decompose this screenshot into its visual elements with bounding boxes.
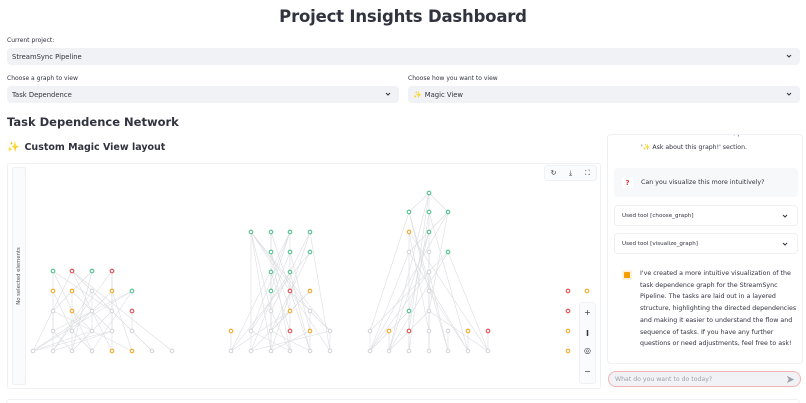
zoom-in-icon[interactable]: + — [584, 308, 591, 317]
assistant-message-tail: '✨ Ask about this graph!' section. — [641, 143, 747, 151]
selection-status: No selected elements — [16, 247, 22, 305]
download-icon[interactable]: ⤓ — [568, 168, 573, 177]
user-message-text: Can you visualize this more intuitively? — [641, 179, 765, 186]
selection-panel: No selected elements — [12, 167, 26, 385]
assistant-message-cut: For more detailed information, please ch… — [641, 135, 790, 137]
chat-panel[interactable]: For more detailed information, please ch… — [607, 134, 803, 364]
chevron-down-icon — [786, 54, 792, 58]
zoom-controls: + I ◎ − — [579, 302, 596, 384]
quote-mark: ' — [641, 144, 643, 151]
assistant-message-tail-text: Ask about this graph!' section. — [650, 144, 747, 151]
graph-select-value: Task Dependence — [12, 90, 72, 99]
sparkles-icon: ✨ — [413, 90, 422, 99]
refresh-icon[interactable]: ↻ — [550, 169, 557, 177]
assistant-avatar-icon — [622, 270, 632, 280]
tool-expander-visualize-graph[interactable]: Used tool [visualize_graph] — [614, 233, 798, 254]
fit-height-icon[interactable]: I — [586, 329, 589, 338]
send-icon[interactable] — [786, 375, 795, 384]
graph-select[interactable]: Task Dependence — [7, 86, 399, 103]
assistant-message-text: I've created a more intuitive visualizat… — [640, 270, 797, 348]
graph-toolbar: ↻ ⤓ ⛶ — [544, 165, 597, 181]
fullscreen-icon[interactable]: ⛶ — [585, 168, 590, 177]
chevron-down-icon — [385, 92, 391, 96]
project-select-value: StreamSync Pipeline — [12, 52, 82, 61]
chat-input-placeholder: What do you want to do today? — [615, 375, 713, 383]
view-select-label: Choose how you want to view — [408, 75, 498, 82]
tool-expander-label: Used tool [choose_graph] — [622, 212, 694, 219]
sparkles-icon: ✨ — [642, 144, 651, 151]
page-title: Project Insights Dashboard — [279, 7, 527, 26]
subsection-title: ✨ Custom Magic View layout — [7, 142, 165, 153]
project-label: Current project: — [7, 37, 55, 44]
question-icon: ? — [622, 177, 633, 188]
center-icon[interactable]: ◎ — [584, 346, 591, 355]
bottom-container — [6, 399, 800, 403]
project-select[interactable]: StreamSync Pipeline — [7, 48, 800, 65]
graph-canvas[interactable]: No selected elements — [7, 163, 601, 389]
chat-input[interactable]: What do you want to do today? — [608, 371, 801, 387]
graph-select-label: Choose a graph to view — [7, 75, 78, 82]
zoom-out-icon[interactable]: − — [584, 367, 591, 376]
subsection-title-text: Custom Magic View layout — [24, 142, 166, 153]
chevron-down-icon — [782, 242, 788, 246]
user-message: ? Can you visualize this more intuitivel… — [614, 168, 798, 197]
section-title: Task Dependence Network — [7, 115, 179, 129]
tool-expander-choose-graph[interactable]: Used tool [choose_graph] — [614, 205, 798, 226]
chevron-down-icon — [786, 92, 792, 96]
sparkles-icon: ✨ — [7, 142, 20, 153]
view-select[interactable]: ✨ Magic View — [408, 86, 800, 103]
tool-expander-label: Used tool [visualize_graph] — [622, 240, 698, 247]
chevron-down-icon — [782, 214, 788, 218]
view-select-value: Magic View — [424, 90, 463, 99]
